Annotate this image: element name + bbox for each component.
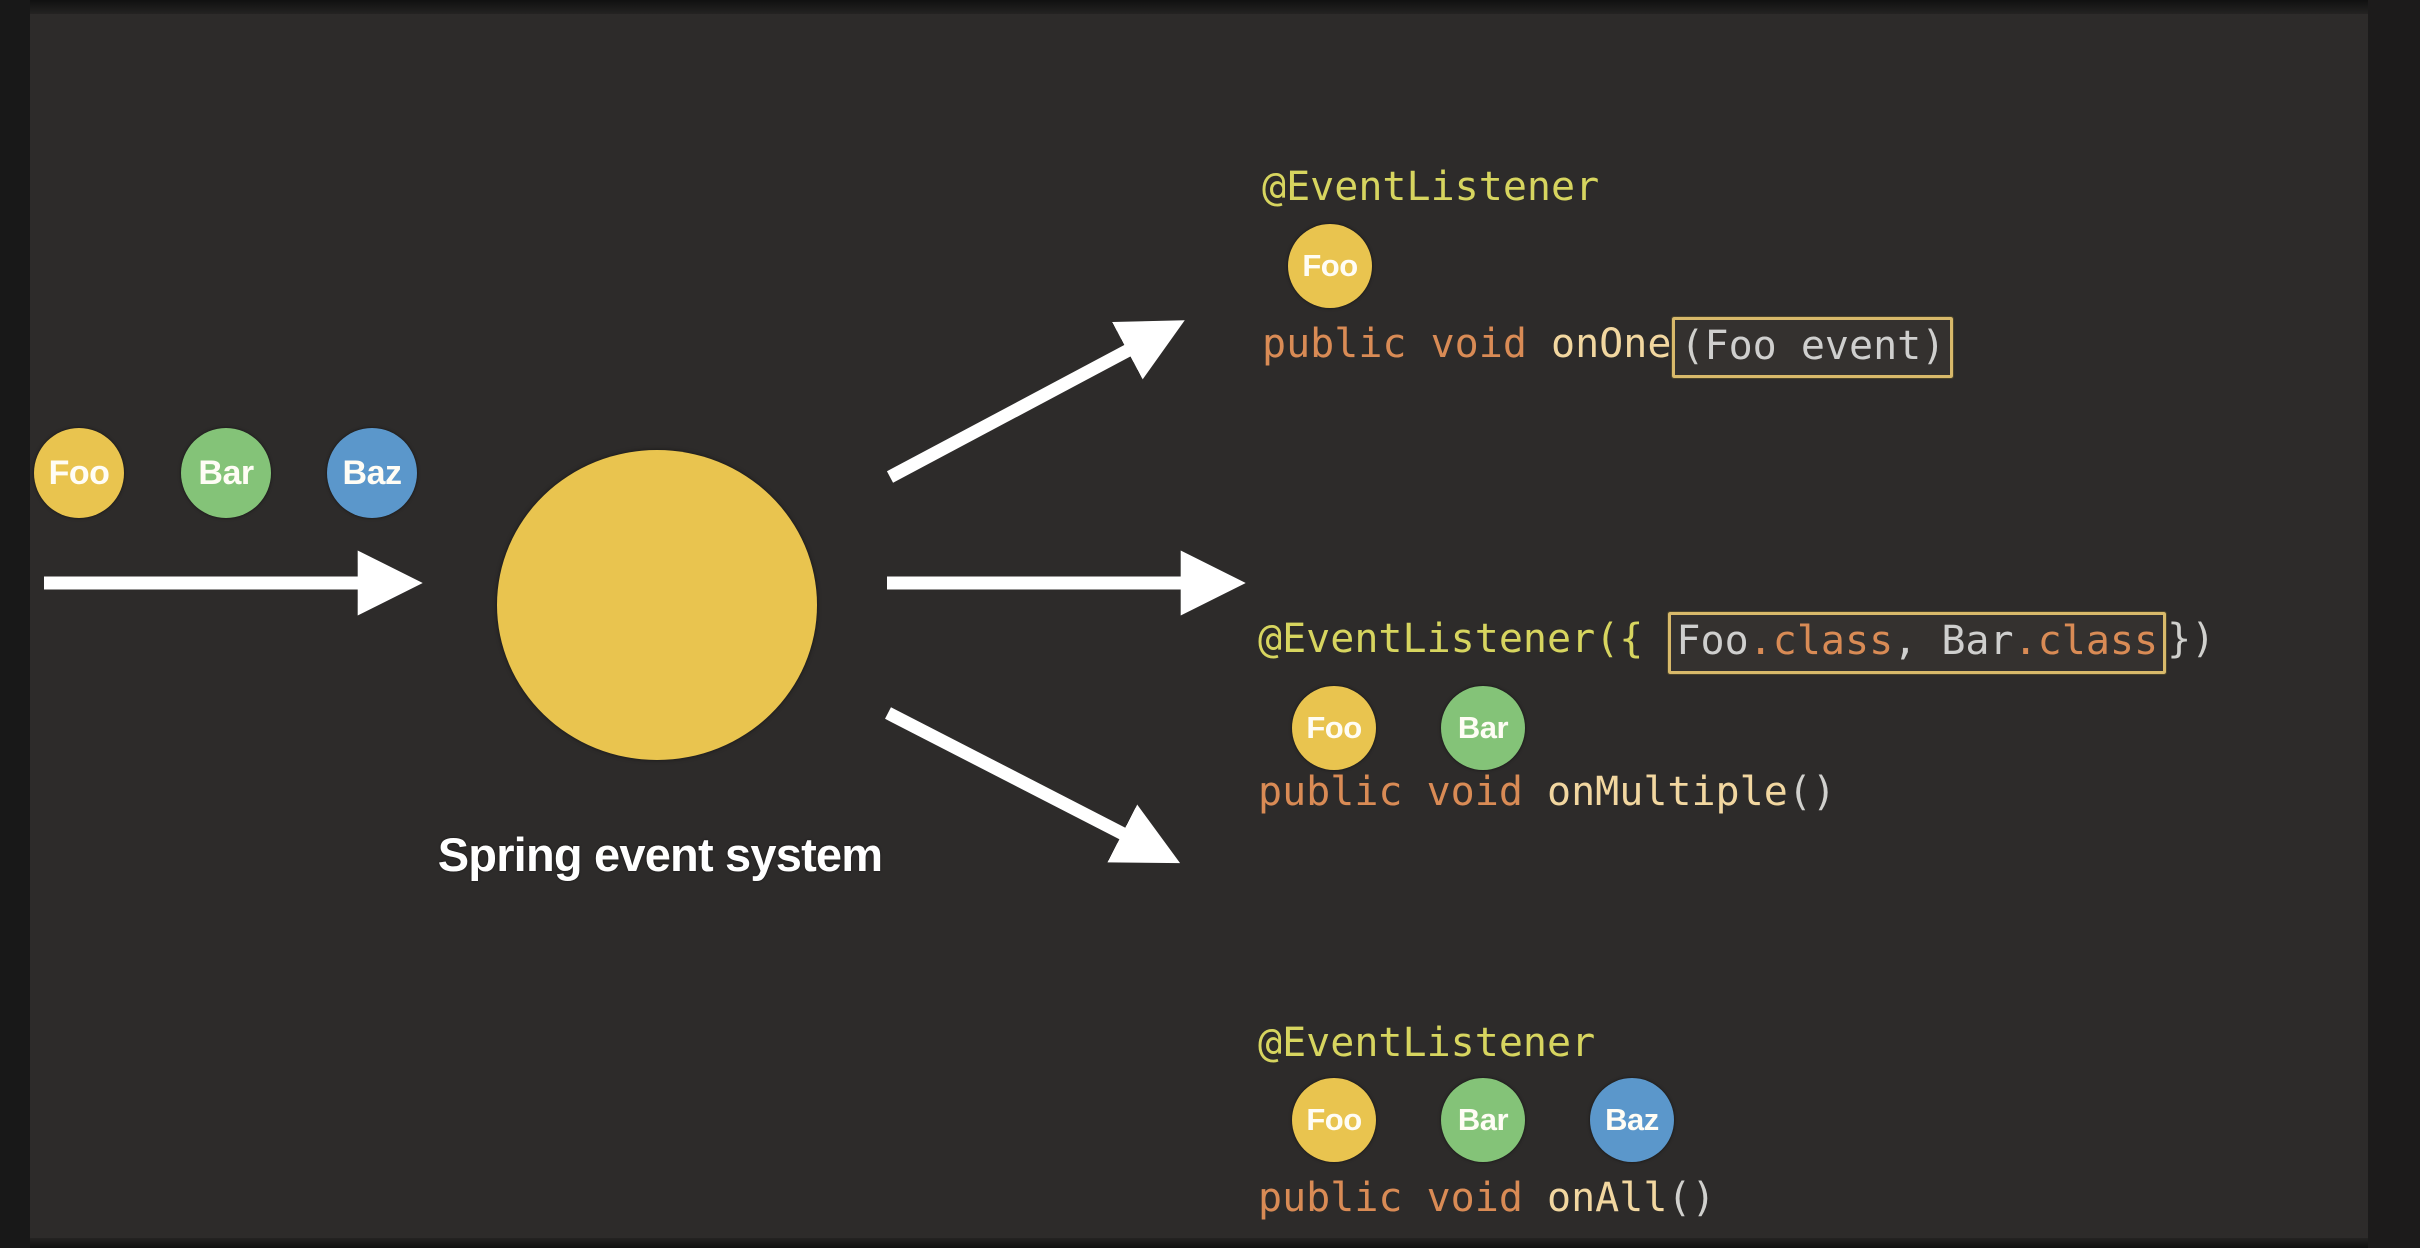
- listener-all-annotation-line: @EventListener: [1258, 1018, 1716, 1070]
- hub-label: Spring event system: [437, 828, 883, 881]
- highlight-part-comma: ,: [1893, 618, 1942, 665]
- token-label: Bar: [198, 453, 254, 492]
- source-token-foo: Foo: [34, 428, 124, 518]
- listener-all-signature-line: public void onAll(): [1258, 1173, 1716, 1225]
- listener-one-token-foo: Foo: [1288, 224, 1372, 308]
- highlight-part-foo: Foo: [1676, 618, 1749, 665]
- open-paren: (: [1680, 322, 1705, 369]
- signature-keywords: public void: [1258, 1174, 1547, 1221]
- source-token-bar: Bar: [181, 428, 271, 518]
- token-label: Baz: [342, 453, 402, 492]
- listener-one-annotation-line: @EventListener: [1262, 162, 1954, 214]
- arrow-hub-to-one: [886, 320, 1185, 483]
- token-label: Bar: [1457, 710, 1509, 745]
- method-name: onOne: [1550, 320, 1672, 367]
- highlight-box-event-classes: Foo.class, Bar.class: [1667, 611, 2168, 675]
- highlight-part-foo-class: .class: [1748, 618, 1894, 665]
- method-name: onAll: [1546, 1174, 1668, 1221]
- method-parens: (): [1667, 1174, 1716, 1221]
- token-label: Baz: [1605, 1102, 1659, 1137]
- annotation-prefix: @EventListener({: [1258, 616, 1668, 663]
- listener-multiple-token-bar: Bar: [1441, 686, 1525, 770]
- token-label: Foo: [48, 453, 110, 492]
- signature-keywords: public void: [1262, 320, 1551, 367]
- letterbox-right: [2368, 0, 2420, 1248]
- token-label: Foo: [1306, 1102, 1362, 1137]
- source-token-baz: Baz: [327, 428, 417, 518]
- listener-all-token-foo: Foo: [1292, 1078, 1376, 1162]
- listener-all-token-baz: Baz: [1590, 1078, 1674, 1162]
- listener-multiple-signature-line: public void onMultiple(): [1258, 767, 2215, 819]
- letterbox-bottom: [0, 1238, 2420, 1248]
- listener-multiple-annotation-line: @EventListener({ Foo.class, Bar.class}): [1258, 611, 2216, 675]
- method-name: onMultiple: [1546, 768, 1788, 815]
- listener-multiple-token-foo: Foo: [1292, 686, 1376, 770]
- token-label: Foo: [1302, 248, 1358, 283]
- listener-one-signature-line: public void onOne(Foo event): [1262, 315, 1955, 379]
- highlight-part-bar: Bar: [1941, 618, 2014, 665]
- listener-all-token-bar: Bar: [1441, 1078, 1525, 1162]
- method-parens: (): [1787, 768, 1836, 815]
- spring-event-system-hub: [497, 450, 817, 760]
- listener-one-code: @EventListener public void onOne(Foo eve…: [1262, 60, 1955, 471]
- token-label: Bar: [1457, 1102, 1509, 1137]
- highlight-part-bar-class: .class: [2013, 618, 2159, 665]
- token-label: Foo: [1306, 710, 1362, 745]
- letterbox-top: [0, 0, 2420, 14]
- highlight-box-foo-event: (Foo event): [1671, 315, 1955, 379]
- annotation-text: @EventListener: [1262, 164, 1600, 211]
- letterbox-left: [0, 0, 30, 1248]
- arrow-hub-to-all: [885, 707, 1181, 864]
- highlight-text: Foo event): [1704, 322, 1946, 369]
- listener-all-code: @EventListener public void onAll(): [1258, 916, 1716, 1248]
- annotation-suffix: }): [2167, 616, 2216, 663]
- annotation-text: @EventListener: [1258, 1020, 1596, 1067]
- listener-multiple-code: @EventListener({ Foo.class, Bar.class}) …: [1258, 510, 2215, 921]
- signature-keywords: public void: [1258, 768, 1547, 815]
